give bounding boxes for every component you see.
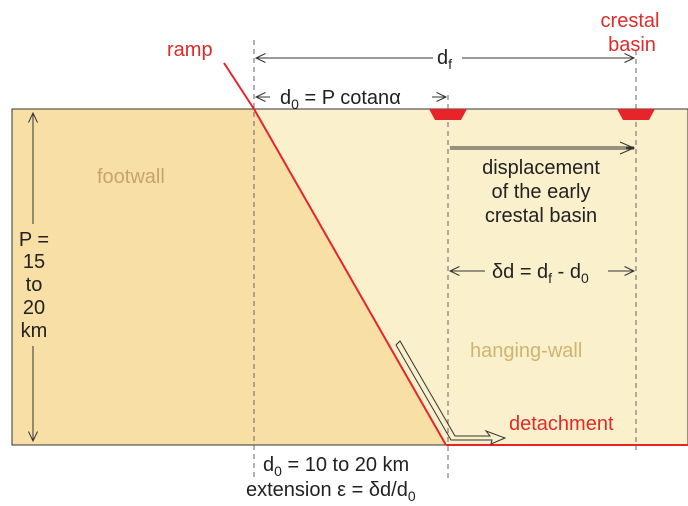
ramp-fault [253, 108, 447, 446]
p-label-2: 15 [23, 251, 45, 273]
displacement-label-1: displacement [482, 157, 600, 179]
extension-main: extension ε = δd/d [246, 479, 408, 501]
df-label-main: d [437, 47, 448, 69]
p-label-4: 20 [23, 297, 45, 319]
delta-d-rest: - d [552, 261, 581, 283]
d0-bottom-label: d0 = 10 to 20 km [263, 454, 409, 479]
early-crestal-basin [429, 109, 467, 120]
d0-top-rest: = P cotan [299, 87, 389, 109]
delta-d-sub-0: 0 [581, 270, 589, 286]
delta-d-main: δd = d [492, 261, 548, 283]
d0-bottom-main: d [263, 454, 274, 476]
df-label-sub: f [448, 56, 452, 72]
extension-sub: 0 [408, 488, 416, 504]
hanging-wall-label: hanging-wall [470, 340, 582, 362]
ramp-fault-upper [223, 62, 255, 110]
p-label-3: to [26, 274, 43, 296]
displacement-label-2: of the early [492, 181, 591, 203]
displacement-arrowhead [619, 141, 636, 155]
d0-top-sub: 0 [291, 96, 299, 112]
d0-top-label: d0 = P cotanα [280, 87, 401, 112]
delta-d-sub-f: f [548, 270, 552, 286]
crestal-basin [617, 109, 655, 120]
p-label-1: P = [19, 229, 49, 251]
footwall-label: footwall [97, 166, 165, 188]
alpha-symbol: α [389, 87, 401, 109]
d0-bottom-rest: = 10 to 20 km [282, 454, 409, 476]
d0-top-main: d [280, 87, 291, 109]
ramp-label: ramp [167, 39, 213, 61]
displacement-label-3: crestal basin [485, 205, 597, 227]
block-outline [11, 108, 688, 446]
p-label-5: km [21, 320, 48, 342]
crestal-basin-label-1: crestal [601, 10, 660, 32]
df-label: df [437, 47, 452, 72]
footwall-block [12, 109, 446, 445]
extension-label: extension ε = δd/d0 [246, 479, 416, 504]
detachment-label: detachment [509, 413, 614, 435]
delta-d-label: δd = df - d0 [492, 261, 589, 286]
slip-arrow [395, 340, 507, 445]
crestal-basin-label-2: basin [608, 34, 656, 56]
d0-bottom-sub: 0 [274, 463, 282, 479]
